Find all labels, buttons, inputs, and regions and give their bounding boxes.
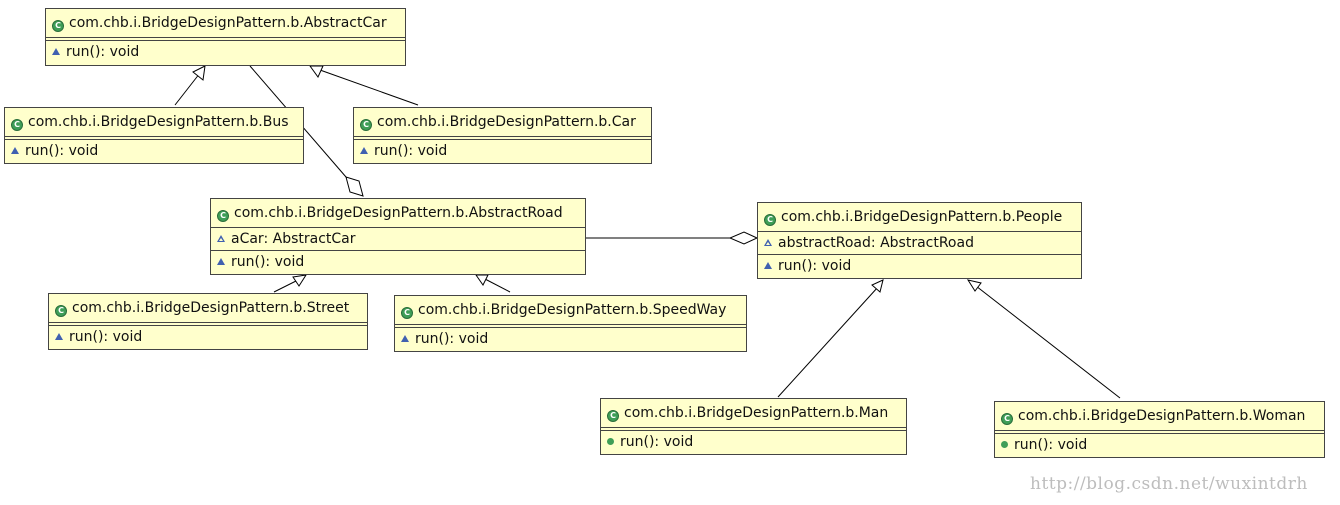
method-run: run(): void <box>231 254 305 270</box>
watermark: http://blog.csdn.net/wuxintdrh <box>1030 474 1308 494</box>
class-c-icon: C <box>401 307 413 319</box>
hollow-triangle-icon <box>764 239 772 246</box>
arrowhead-speedway-road <box>475 274 489 286</box>
method-run: run(): void <box>25 143 99 159</box>
edge-man-people <box>777 286 879 398</box>
triangle-icon <box>11 147 19 154</box>
class-name: com.chb.i.BridgeDesignPattern.b.SpeedWay <box>418 302 727 318</box>
arrowhead-woman-people <box>966 279 982 292</box>
class-name: com.chb.i.BridgeDesignPattern.b.Woman <box>1018 408 1306 424</box>
class-c-icon: C <box>1001 413 1013 425</box>
triangle-icon <box>764 262 772 269</box>
method-run: run(): void <box>69 329 143 345</box>
arrowhead-street-road <box>292 274 308 287</box>
method-run: run(): void <box>415 331 489 347</box>
method-run: run(): void <box>374 143 448 159</box>
edge-bus-abstractcar <box>174 72 201 106</box>
class-name: com.chb.i.BridgeDesignPattern.b.Man <box>624 405 889 421</box>
attribute-abstractroad: abstractRoad: AbstractRoad <box>778 235 974 251</box>
triangle-icon <box>217 258 225 265</box>
class-name: com.chb.i.BridgeDesignPattern.b.Street <box>72 300 350 316</box>
diamond-road-car <box>345 176 364 197</box>
class-c-icon: C <box>217 210 229 222</box>
class-c-icon: C <box>11 119 23 131</box>
triangle-icon <box>52 48 60 55</box>
class-name: com.chb.i.BridgeDesignPattern.b.Bus <box>28 114 289 130</box>
triangle-icon <box>360 147 368 154</box>
arrowhead-man-people <box>871 279 884 293</box>
edge-speedway-road <box>484 278 511 293</box>
dot-icon <box>607 438 614 445</box>
triangle-icon <box>55 333 63 340</box>
class-c-icon: C <box>55 305 67 317</box>
method-run: run(): void <box>66 44 140 60</box>
dot-icon <box>1001 441 1008 448</box>
arrowhead-bus-abstractcar <box>192 65 206 81</box>
class-name: com.chb.i.BridgeDesignPattern.b.Abstract… <box>69 15 387 31</box>
class-name: com.chb.i.BridgeDesignPattern.b.Abstract… <box>234 205 563 221</box>
method-run: run(): void <box>1014 437 1088 453</box>
method-run: run(): void <box>778 258 852 274</box>
hollow-triangle-icon <box>217 235 225 242</box>
class-name: com.chb.i.BridgeDesignPattern.b.Car <box>377 114 636 130</box>
triangle-icon <box>401 335 409 342</box>
class-c-icon: C <box>360 119 372 131</box>
class-c-icon: C <box>764 214 776 226</box>
method-run: run(): void <box>620 434 694 450</box>
attribute-acar: aCar: AbstractCar <box>231 231 356 247</box>
class-name: com.chb.i.BridgeDesignPattern.b.People <box>781 209 1063 225</box>
class-c-icon: C <box>607 410 619 422</box>
class-c-icon: C <box>52 20 64 32</box>
edge-car-abstractcar <box>319 69 419 106</box>
diamond-people-road <box>728 231 759 245</box>
edge-woman-people <box>975 285 1121 399</box>
arrowhead-car-abstractcar <box>309 65 324 78</box>
